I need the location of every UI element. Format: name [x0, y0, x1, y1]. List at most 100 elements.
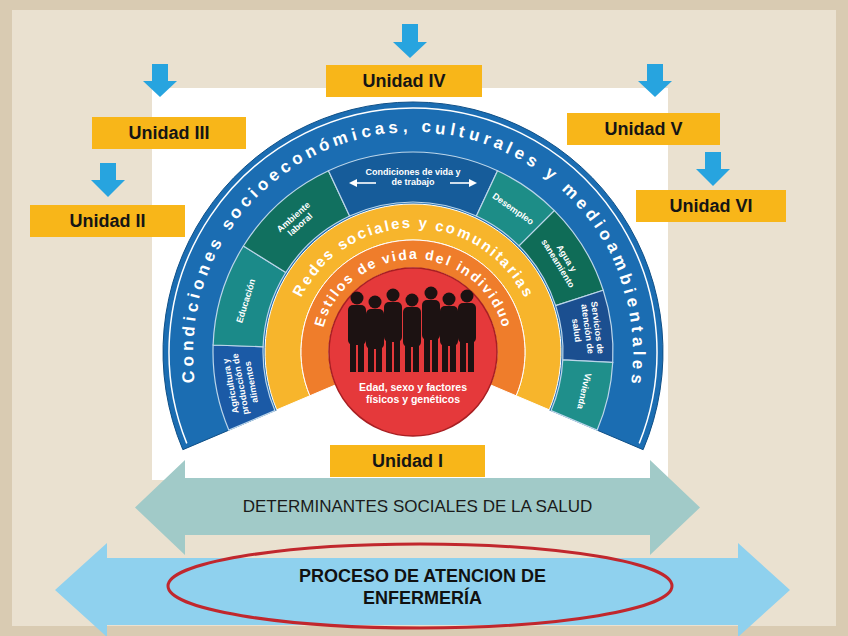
segment-label: Servicios de atención de salud	[567, 299, 605, 359]
person-head	[351, 292, 364, 305]
curved-char: ó	[316, 135, 332, 155]
curved-char: c	[421, 118, 431, 136]
segment-shape	[243, 171, 349, 273]
curved-char	[412, 118, 417, 135]
curved-char: a	[409, 247, 417, 261]
curved-char: o	[188, 277, 207, 292]
unit-box: Unidad V	[567, 113, 720, 145]
curved-char: E	[312, 315, 328, 328]
curved-char: n	[302, 141, 319, 161]
person-leg	[413, 342, 419, 372]
person-body	[366, 309, 384, 349]
unit-label: Unidad IV	[362, 71, 445, 92]
person-body	[440, 306, 458, 346]
arrow-head	[469, 179, 477, 187]
double-arrow-line	[355, 182, 376, 184]
people-silhouette	[348, 287, 476, 373]
curved-char: s	[205, 236, 224, 252]
unit-box: Unidad IV	[326, 65, 482, 97]
curved-char: d	[397, 247, 407, 262]
down-arrow	[638, 64, 672, 97]
curved-char: l	[444, 253, 453, 267]
canvas-ground	[12, 10, 836, 626]
person-leg	[376, 344, 382, 372]
segment-shape	[556, 290, 613, 362]
curved-char	[428, 216, 434, 231]
person-leg	[450, 341, 456, 372]
curved-char: n	[193, 262, 213, 278]
person-head	[406, 294, 419, 307]
curved-char: a	[491, 134, 506, 153]
person-leg	[442, 341, 448, 372]
curved-char: y	[542, 164, 560, 183]
curved-char: m	[609, 253, 631, 274]
person-leg	[424, 335, 430, 372]
double-arrow-band: PROCESO DE ATENCION DE ENFERMERÍA	[55, 543, 790, 636]
curved-char: e	[624, 296, 643, 309]
person-body	[422, 300, 440, 340]
curved-char: e	[629, 359, 646, 369]
curved-char: ,	[402, 118, 407, 135]
person-body	[384, 302, 402, 342]
node-shape	[329, 268, 497, 436]
person-head	[443, 293, 456, 306]
arrow-head	[349, 179, 357, 187]
curved-char: m	[330, 128, 350, 149]
double-arrow-line	[450, 182, 471, 184]
person-leg	[468, 338, 474, 372]
segment-shape	[519, 211, 603, 306]
curved-char: i	[350, 125, 359, 143]
person-body	[458, 303, 476, 343]
curved-char	[419, 247, 424, 261]
unit-box: Unidad I	[330, 445, 485, 477]
curved-char: o	[498, 316, 514, 328]
curved-char: e	[199, 249, 218, 265]
down-arrow	[143, 64, 177, 97]
curved-char: l	[449, 121, 457, 139]
outer-band-shape	[163, 102, 663, 450]
core-circle: Edad, sexo y factores físicos y genético…	[329, 268, 497, 436]
person-leg	[386, 337, 392, 372]
curved-char: o	[179, 355, 196, 366]
curved-char: n	[626, 310, 644, 323]
curved-char: a	[603, 239, 622, 255]
unit-label: Unidad V	[604, 119, 682, 140]
curved-char: u	[434, 119, 446, 137]
person-head	[369, 296, 382, 309]
curved-char: i	[181, 315, 199, 322]
band-label: DETERMINANTES SOCIALES DE LA SALUD	[233, 497, 603, 517]
person-leg	[358, 340, 364, 372]
segment-label: Condiciones de vida y de trabajo	[363, 167, 463, 188]
double-arrow-band: DETERMINANTES SOCIALES DE LA SALUD	[135, 460, 700, 555]
curved-char: b	[617, 272, 636, 287]
person-head	[387, 289, 400, 302]
person-leg	[368, 344, 374, 372]
curved-char: i	[186, 292, 204, 301]
unit-label: Unidad I	[372, 451, 443, 472]
person-head	[461, 290, 474, 303]
person-leg	[350, 340, 356, 372]
core-label: Edad, sexo y factores físicos y genético…	[349, 381, 477, 406]
core-circle-shape	[329, 268, 497, 436]
person-leg	[432, 335, 438, 372]
curved-char: s	[388, 118, 399, 136]
double-arrow-shape	[135, 460, 700, 555]
curved-char: t	[629, 325, 646, 332]
curved-char: i	[621, 286, 639, 295]
curved-char: a	[373, 120, 385, 138]
curved-char: r	[481, 130, 493, 148]
curved-char: y	[418, 215, 427, 231]
person-leg	[405, 342, 411, 372]
unit-label: Unidad II	[70, 211, 146, 232]
curved-char: c	[183, 301, 202, 314]
curved-char: d	[424, 248, 435, 263]
curved-char: e	[512, 144, 528, 163]
curved-char: a	[630, 336, 647, 346]
curved-char: v	[380, 250, 391, 266]
curved-char: n	[179, 341, 196, 352]
curved-char: s	[401, 215, 410, 230]
unit-box: Unidad II	[30, 205, 185, 237]
unit-box: Unidad III	[92, 117, 246, 149]
